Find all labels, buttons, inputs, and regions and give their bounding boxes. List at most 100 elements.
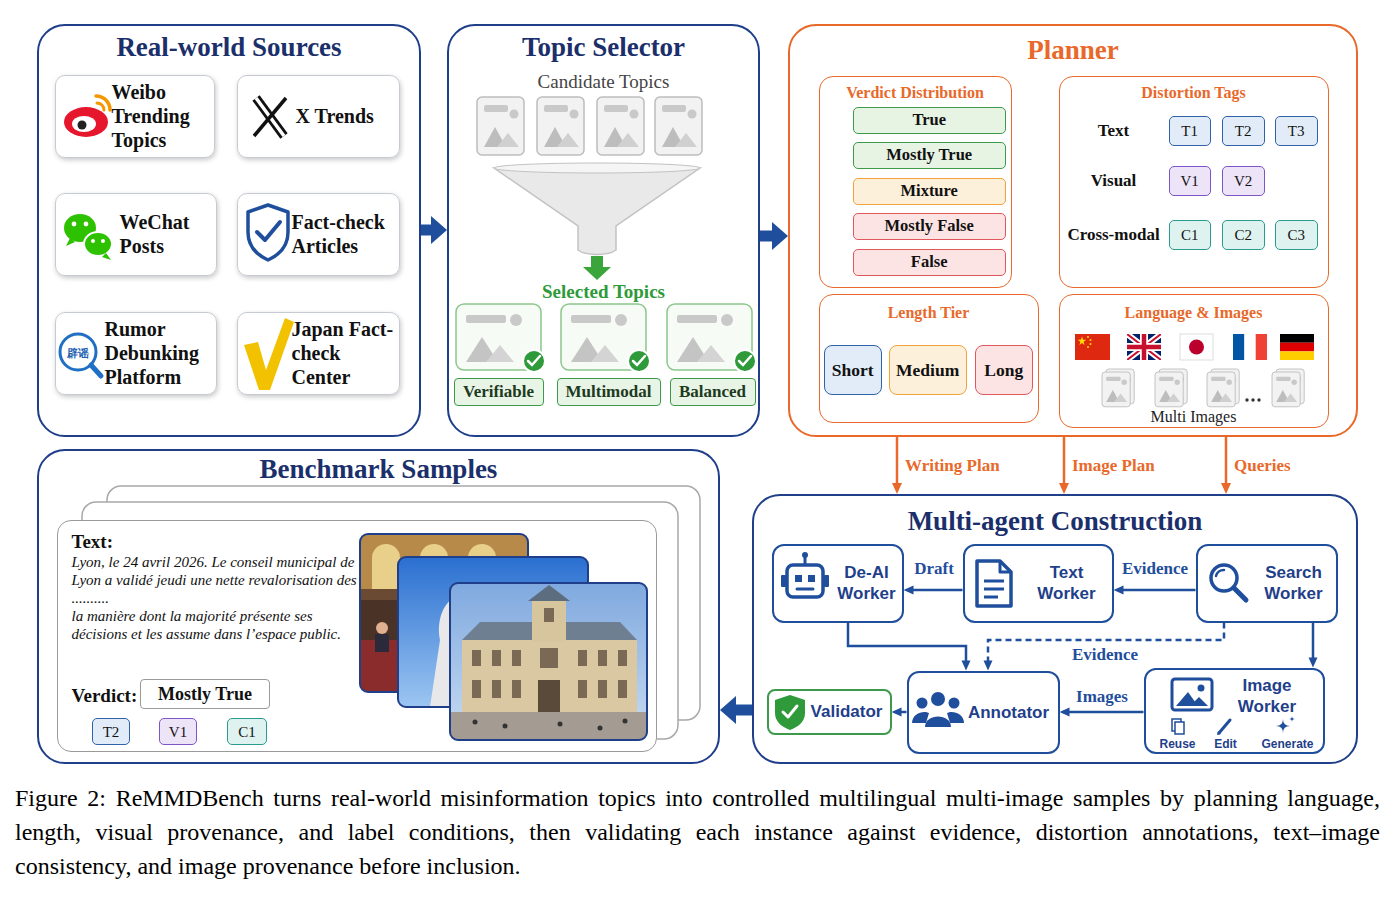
funnel <box>494 163 700 255</box>
node-text: Annotator <box>963 702 1055 723</box>
rumor-logo <box>60 334 101 376</box>
connector <box>892 708 907 717</box>
panel-heading: Benchmark Samples <box>260 453 498 485</box>
connector <box>1114 586 1196 595</box>
document-icon <box>977 561 1011 606</box>
tool-label: Edit <box>1202 738 1250 751</box>
node-text: Text Worker <box>1027 562 1107 604</box>
caption-box: Figure 2: ReMMDBench turns real-world mi… <box>15 781 1380 883</box>
node-text: T2 <box>1235 122 1252 140</box>
validator-box: Validator <box>767 689 892 735</box>
node-text: Image Worker <box>1146 675 1323 717</box>
node-text: True <box>912 110 946 130</box>
distortion-tag: T1 <box>1169 116 1211 146</box>
length-box: Short <box>824 345 882 395</box>
worker-box: Annotator <box>907 671 1060 754</box>
distortion-tag: T2 <box>92 718 130 745</box>
panel: Topic SelectorCandidate TopicsSelected T… <box>447 24 760 437</box>
edge-label: Writing Plan <box>903 456 1002 476</box>
node-text: Mixture <box>900 181 957 201</box>
shield-logo <box>248 205 288 260</box>
connector <box>984 623 1225 671</box>
sample-text: la manière dont la majorité présente ses… <box>72 607 360 643</box>
candidate-tiles <box>477 97 702 155</box>
edge-label: Image Plan <box>1070 456 1157 476</box>
verdict-pill: True <box>853 107 1006 134</box>
node-text: Mostly False <box>885 216 974 236</box>
weibo-logo <box>64 96 110 137</box>
edge-label-box: Image Plan <box>1070 456 1157 476</box>
panel-heading: Real-world Sources <box>116 31 341 63</box>
connector <box>720 696 752 724</box>
node-text: WeChat Posts <box>120 210 214 258</box>
distortion-tag: V1 <box>159 718 197 745</box>
edge-label: Evidence <box>1120 559 1190 579</box>
edge-label: Draft <box>912 559 956 579</box>
node-text: C1 <box>238 723 256 741</box>
length-box: Medium <box>889 345 967 395</box>
node-text: Long <box>984 359 1023 381</box>
logo-text: 辟谣 <box>61 347 95 360</box>
sample-text: .......... <box>72 589 360 607</box>
worker-box: De-AI Worker <box>772 544 904 623</box>
sub-panel: Distortion TagsTextVisualCross-modalT1T2… <box>1059 76 1329 288</box>
sub-panel: Language & ImagesMulti Images <box>1059 294 1329 428</box>
worker-box: Image WorkerReuseEditGenerate <box>1144 668 1325 754</box>
distortion-tag: V1 <box>1169 166 1211 196</box>
row-label: Text <box>1060 120 1168 142</box>
distortion-tag: V2 <box>1222 166 1265 196</box>
verdict-pill: False <box>853 249 1006 276</box>
node-text: Weibo Trending Topics <box>112 80 212 152</box>
distortion-tag: T2 <box>1222 116 1265 146</box>
sample-stack <box>57 486 700 752</box>
panel-heading: Multi-agent Construction <box>908 505 1203 537</box>
node-text: Fact-check Articles <box>292 210 398 258</box>
node-text: Short <box>832 359 874 381</box>
node-text: De-AI Worker <box>834 562 900 604</box>
sub-panel: Length TierShort Medium Long <box>819 294 1039 423</box>
sub-panel: Verdict DistributionTrueMostly TrueMixtu… <box>819 76 1012 288</box>
edge-label: Queries <box>1232 456 1293 476</box>
node-text: False <box>911 252 948 272</box>
node-text: V2 <box>1234 172 1252 190</box>
sample-card: Text:Lyon, le 24 avril 2026. Le conseil … <box>57 520 657 752</box>
multi-image-tiles <box>1102 369 1304 407</box>
node-text: C1 <box>1181 226 1199 244</box>
node-text: Medium <box>896 359 959 381</box>
connector <box>848 623 971 671</box>
edge-label-box: Draft <box>912 559 956 579</box>
distortion-tag: C1 <box>227 718 267 745</box>
worker-box: Search Worker <box>1196 544 1338 623</box>
down-arrow <box>583 256 611 280</box>
worker-box: Text Worker <box>963 544 1114 623</box>
photo-city-hall <box>450 583 647 740</box>
x-logo <box>254 98 286 136</box>
source-box: Weibo Trending Topics <box>55 75 215 158</box>
node-text: T1 <box>1181 122 1198 140</box>
node-text: V1 <box>169 723 187 741</box>
edge-label: Images <box>1074 687 1130 707</box>
sample-text: Lyon, le 24 avril 2026. Le conseil munic… <box>72 553 360 589</box>
verdict-pill: Mostly True <box>853 142 1006 169</box>
node-text: Multimodal <box>566 382 652 402</box>
edge-label-box: Writing Plan <box>903 456 1002 476</box>
image-caption: Multi Images <box>1151 407 1237 427</box>
sub-heading: Distortion Tags <box>1060 83 1328 103</box>
panel: Benchmark SamplesText:Lyon, le 24 avril … <box>37 449 720 764</box>
sub-heading: Length Tier <box>888 303 970 323</box>
sub-heading: Selected Topics <box>542 280 665 304</box>
source-box: WeChat Posts <box>55 193 217 276</box>
edge-label-box: Evidence <box>1070 645 1140 665</box>
node-text: Verifiable <box>463 382 534 402</box>
node-text: X Trends <box>296 104 396 128</box>
connector <box>1060 708 1144 717</box>
connector <box>760 222 788 250</box>
flags <box>1075 334 1314 360</box>
node-text: Japan Fact-check Center <box>292 317 398 389</box>
people-icon <box>912 692 964 727</box>
sub-heading: Candidate Topics <box>538 70 670 94</box>
connector <box>892 437 902 494</box>
node-text: Balanced <box>679 382 746 402</box>
source-box: Fact-check Articles <box>237 193 400 276</box>
wechat-logo <box>64 214 112 260</box>
